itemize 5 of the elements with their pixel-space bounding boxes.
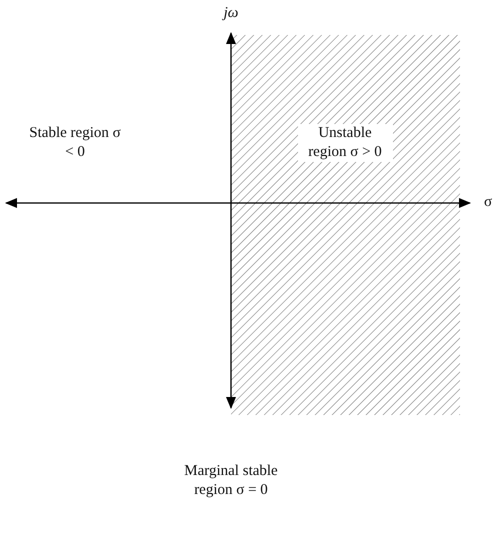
axis-label: σ bbox=[482, 193, 494, 212]
region-label: Unstable region σ > 0 bbox=[298, 124, 392, 162]
axis-label: jω bbox=[221, 4, 240, 23]
region-label: Stable region σ < 0 bbox=[28, 124, 122, 162]
region-label: Marginal stable region σ = 0 bbox=[183, 462, 279, 500]
